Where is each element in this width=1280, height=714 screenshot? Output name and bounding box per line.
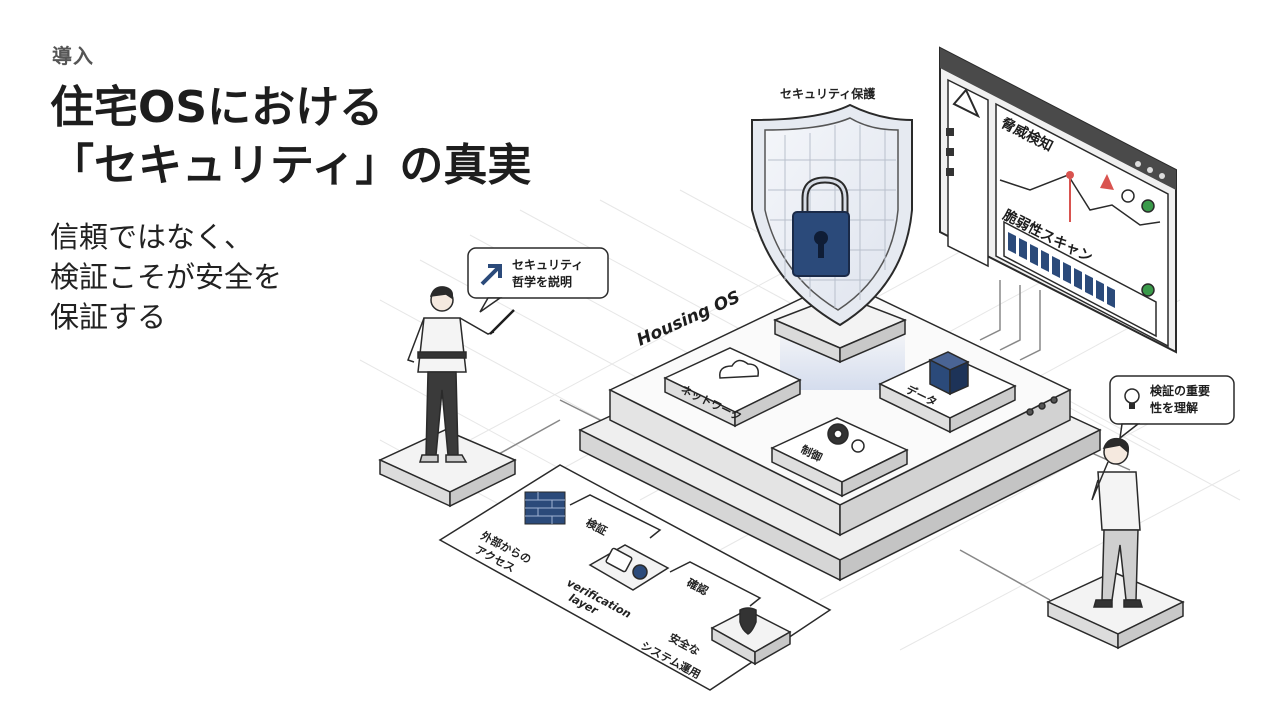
security-monitor <box>939 46 1177 354</box>
cloud-icon <box>719 359 760 379</box>
bubble-right-line-1: 検証の重要 <box>1150 383 1210 398</box>
subtitle-line-2: 検証こそが安全を <box>50 260 283 294</box>
lock-icon <box>792 176 850 277</box>
alert-icon <box>1100 174 1114 190</box>
module-network <box>663 347 802 428</box>
title-line-2: 「セキュリティ」の真実 <box>50 140 532 191</box>
arrow-icon <box>480 264 502 286</box>
shield-label: セキュリティ保護 <box>780 86 876 101</box>
intro-text-block: 導入 住宅OSにおける 「セキュリティ」の真実 信頼ではなく、 検証こそが安全を… <box>50 40 610 337</box>
presenter-figure <box>407 286 515 463</box>
module-data <box>878 351 1017 434</box>
scan-progress-bar <box>1008 232 1115 308</box>
firewall-icon <box>524 491 566 525</box>
bubble-left <box>467 247 609 313</box>
safe-shield-tile <box>710 607 792 666</box>
shield-check-icon <box>739 607 757 635</box>
check-icon <box>1121 189 1135 203</box>
bubble-right <box>1109 375 1235 440</box>
subtitle: 信頼ではなく、 検証こそが安全を 保証する <box>50 217 610 337</box>
module-control <box>770 417 909 498</box>
page-title: 住宅OSにおける 「セキュリティ」の真実 <box>50 79 610 195</box>
verification-device <box>588 544 670 591</box>
ok-icon <box>1141 199 1155 213</box>
observer-figure <box>1091 437 1143 608</box>
section-label: 導入 <box>52 44 94 68</box>
lightbulb-icon <box>1124 388 1140 404</box>
bubble-left-line-1: セキュリティ <box>512 258 583 272</box>
warning-icon <box>952 88 981 119</box>
flow-arrow-1 <box>569 494 662 539</box>
threat-chart-line <box>999 174 1161 226</box>
subtitle-line-3: 保証する <box>50 300 167 334</box>
right-pedestal <box>1046 571 1185 650</box>
flow-arrow-2 <box>669 561 762 607</box>
title-line-1: 住宅OSにおける <box>50 82 384 133</box>
subtitle-line-1: 信頼ではなく、 <box>50 220 254 254</box>
bubble-right-line-2: 性を理解 <box>1149 400 1198 415</box>
bubble-left-line-2: 哲学を説明 <box>512 274 572 289</box>
